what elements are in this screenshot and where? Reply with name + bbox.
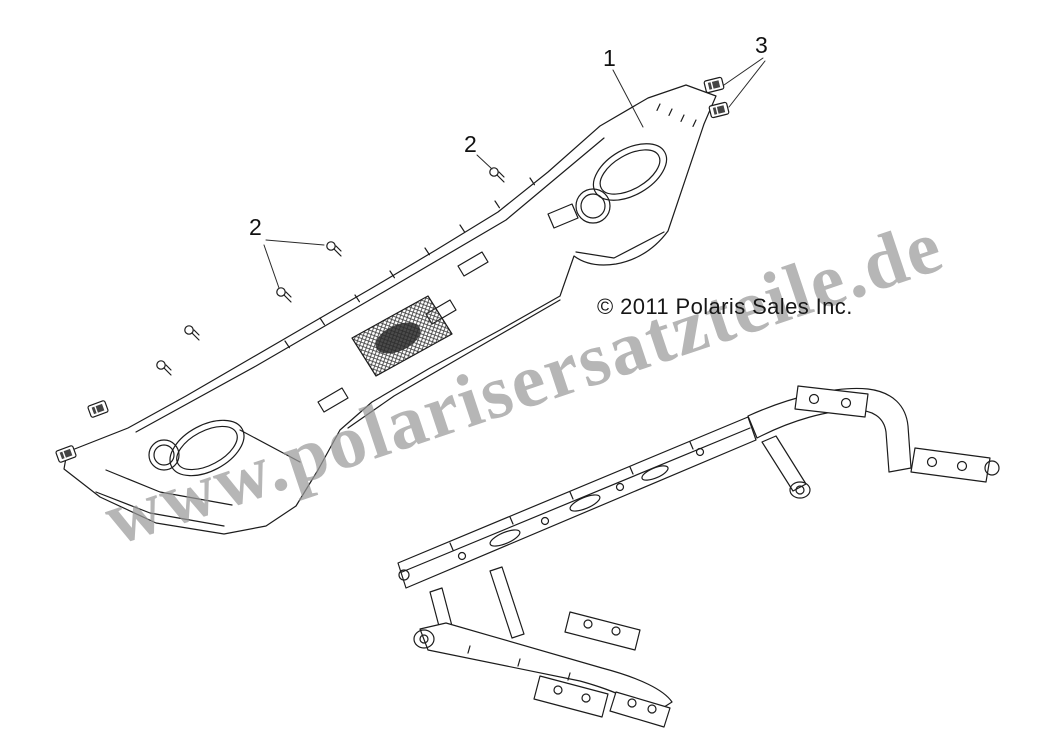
callout-label-2: 2	[249, 214, 262, 240]
callout-label-2: 2	[464, 131, 477, 157]
screw-fasteners	[156, 167, 505, 376]
clip-fasteners	[55, 76, 730, 463]
callout-label-1: 1	[603, 45, 616, 71]
screw	[156, 360, 172, 376]
bumper-frame-part	[397, 385, 1000, 728]
callout-leader-lines	[263, 57, 766, 289]
clip	[87, 400, 109, 418]
clip	[703, 76, 725, 94]
clip	[55, 445, 77, 463]
screw	[184, 325, 200, 341]
clip	[708, 101, 730, 119]
copyright-text: © 2011 Polaris Sales Inc.	[597, 294, 853, 319]
screw	[489, 167, 505, 183]
callout-label-3: 3	[755, 32, 768, 58]
screw	[276, 287, 292, 303]
screw	[326, 241, 342, 257]
rear-fascia-part	[63, 84, 717, 535]
